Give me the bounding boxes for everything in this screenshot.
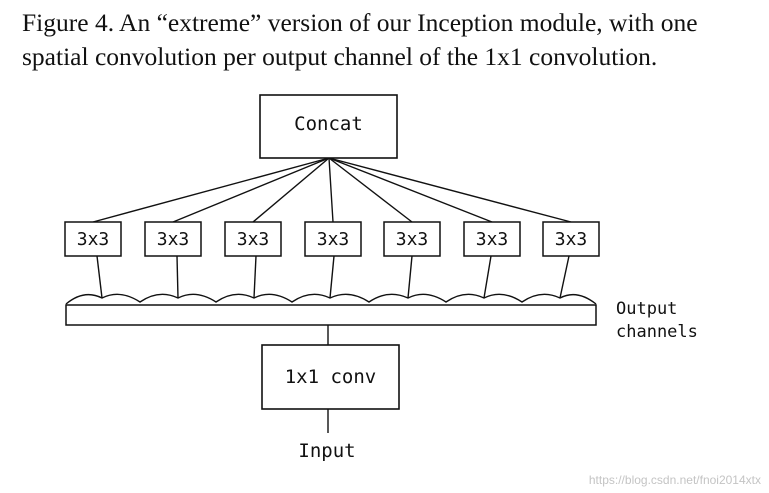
branch-node: 3x3: [304, 221, 362, 257]
watermark-url: https://blog.csdn.net/fnoi2014xtx: [588, 473, 761, 487]
conv-node: 1x1 conv: [261, 344, 400, 410]
branch-label: 3x3: [317, 229, 350, 250]
concat-label: Concat: [294, 113, 363, 135]
output-label-line-2: channels: [616, 322, 698, 342]
branch-label: 3x3: [77, 229, 110, 250]
branch-node: 3x3: [224, 221, 282, 257]
branch-label: 3x3: [476, 229, 509, 250]
branch-node: 3x3: [144, 221, 202, 257]
branch-node: 3x3: [463, 221, 521, 257]
branch-label: 3x3: [555, 229, 588, 250]
input-label: Input: [298, 440, 355, 462]
concat-node: Concat: [259, 94, 398, 159]
branch-node: 3x3: [542, 221, 600, 257]
branch-nodes: 3x3 3x3 3x3 3x3 3x3 3x3: [64, 221, 600, 257]
caption-line-2: spatial convolution per output channel o…: [22, 42, 658, 71]
caption-line-1: Figure 4. An “extreme” version of our In…: [22, 8, 698, 37]
output-channels-bar: [65, 304, 597, 326]
branch-node: 3x3: [64, 221, 122, 257]
branch-node: 3x3: [383, 221, 441, 257]
figure-caption: Figure 4. An “extreme” version of our In…: [22, 6, 762, 74]
branch-label: 3x3: [396, 229, 429, 250]
branch-label: 3x3: [157, 229, 190, 250]
connectors: [65, 157, 597, 433]
branch-label: 3x3: [237, 229, 270, 250]
conv-label: 1x1 conv: [285, 366, 377, 388]
output-label-line-1: Output: [616, 299, 677, 319]
